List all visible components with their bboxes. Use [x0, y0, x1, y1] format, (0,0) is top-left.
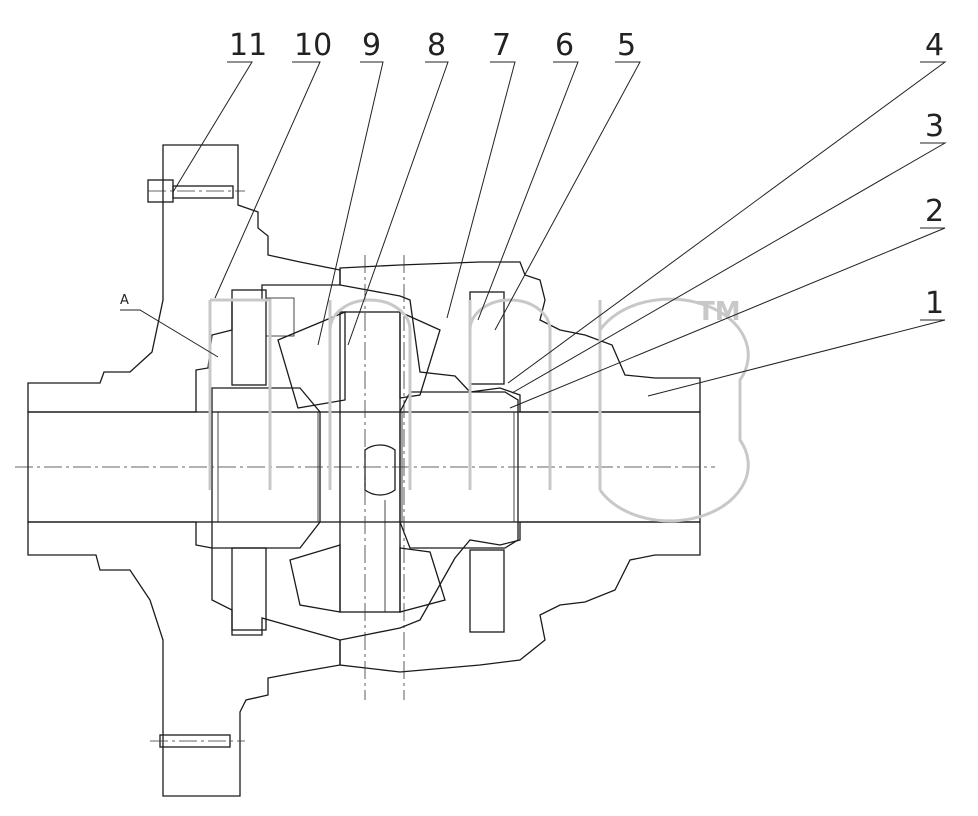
callout-9: 9	[362, 28, 381, 63]
callout-4: 4	[925, 28, 944, 63]
callout-a: A	[120, 293, 129, 308]
left-clutch-pack	[231, 289, 295, 631]
cross-shaft	[339, 311, 401, 613]
callout-8: 8	[427, 28, 446, 63]
side-gear-right	[399, 391, 519, 549]
bolt	[147, 179, 234, 748]
right-clutch-pack	[469, 291, 505, 633]
watermark-tm: TM	[697, 297, 741, 327]
center-lines	[15, 190, 715, 742]
side-gear-left	[211, 387, 321, 549]
callout-6: 6	[555, 28, 574, 63]
callouts: 11 10 9 8 7 6 5 4 3 2 1 A	[120, 28, 944, 321]
callout-2: 2	[925, 194, 944, 229]
left-housing	[27, 144, 341, 797]
callout-3: 3	[925, 109, 944, 144]
callout-5: 5	[617, 28, 636, 63]
watermark-logo: TM	[208, 297, 750, 523]
callout-11: 11	[229, 28, 267, 63]
leader-lines	[120, 61, 947, 409]
callout-10: 10	[294, 28, 332, 63]
callout-7: 7	[492, 28, 511, 63]
callout-1: 1	[925, 286, 944, 321]
pinion-gear-lower	[289, 544, 446, 613]
pinion-gear-upper	[277, 310, 441, 409]
